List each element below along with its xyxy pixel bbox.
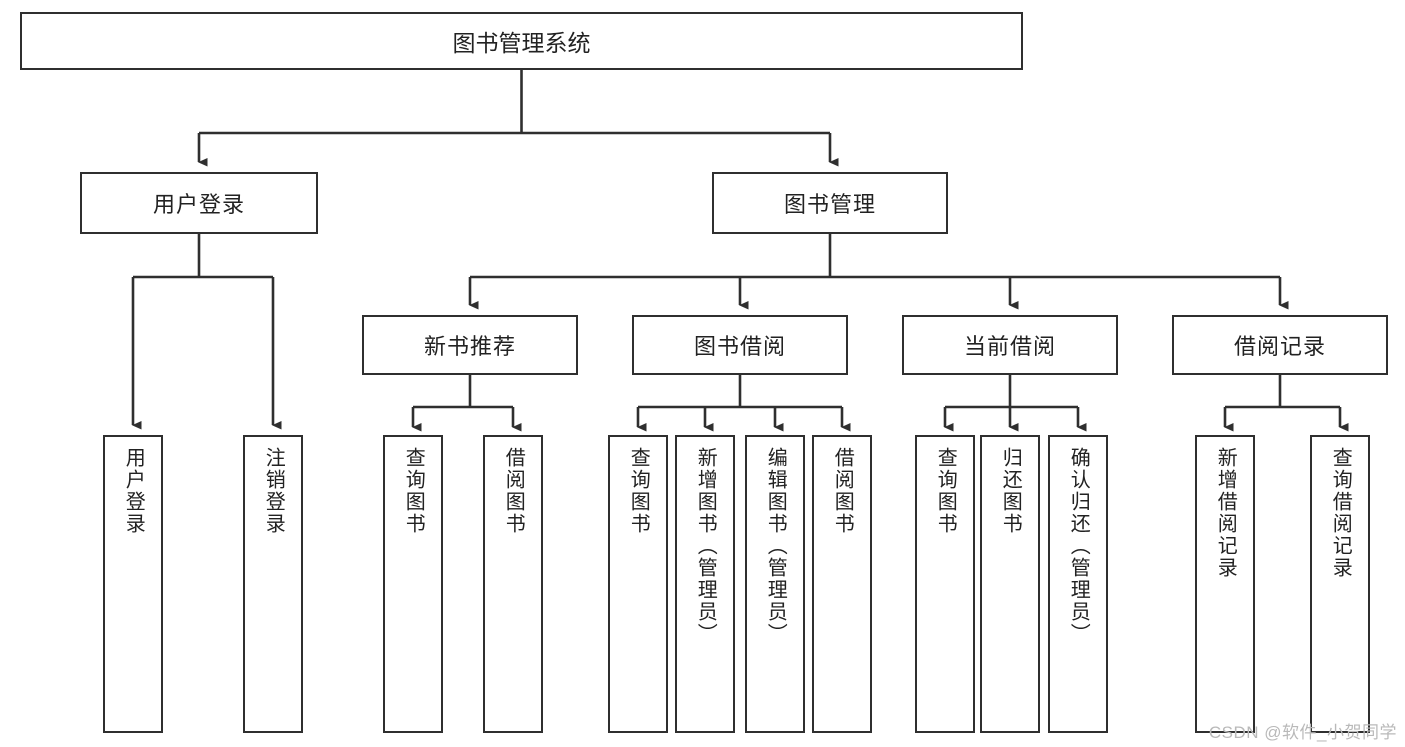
node-label: 查询图书 [934, 447, 957, 535]
node-label: 借阅图书 [502, 447, 525, 535]
node-label: 当前借阅 [963, 334, 1056, 359]
node-label: 借阅记录 [1233, 334, 1326, 359]
node-label: 图书管理系统 [452, 30, 591, 56]
node-label: 确认归还（管理员） [1067, 447, 1090, 645]
node-label: 用户登录 [152, 192, 245, 217]
node-user-login[interactable]: 用户登录 [80, 172, 318, 234]
leaf-query-book-current[interactable]: 查询图书 [915, 435, 975, 733]
node-book-manage[interactable]: 图书管理 [712, 172, 948, 234]
node-label: 查询图书 [627, 447, 650, 535]
node-label: 查询借阅记录 [1329, 447, 1352, 579]
node-root-book-management-system[interactable]: 图书管理系统 [20, 12, 1023, 70]
node-label: 注销登录 [262, 447, 285, 535]
leaf-borrow-book-new-rec[interactable]: 借阅图书 [483, 435, 543, 733]
node-label: 归还图书 [999, 447, 1022, 535]
node-label: 借阅图书 [831, 447, 854, 535]
node-current-borrow[interactable]: 当前借阅 [902, 315, 1118, 375]
watermark: CSDN @软件_小贺同学 [1208, 723, 1397, 742]
leaf-borrow-book[interactable]: 借阅图书 [812, 435, 872, 733]
node-label: 图书管理 [783, 192, 876, 217]
node-label: 编辑图书（管理员） [764, 447, 787, 645]
node-label: 图书借阅 [693, 334, 786, 359]
node-label: 用户登录 [122, 447, 145, 535]
leaf-edit-book-admin[interactable]: 编辑图书（管理员） [745, 435, 805, 733]
leaf-add-book-admin[interactable]: 新增图书（管理员） [675, 435, 735, 733]
leaf-add-borrow-record[interactable]: 新增借阅记录 [1195, 435, 1255, 733]
leaf-query-book-new-rec[interactable]: 查询图书 [383, 435, 443, 733]
node-label: 新增借阅记录 [1214, 447, 1237, 579]
leaf-user-login[interactable]: 用户登录 [103, 435, 163, 733]
node-book-borrow[interactable]: 图书借阅 [632, 315, 848, 375]
leaf-confirm-return-admin[interactable]: 确认归还（管理员） [1048, 435, 1108, 733]
node-new-book-recommend[interactable]: 新书推荐 [362, 315, 578, 375]
node-borrow-record[interactable]: 借阅记录 [1172, 315, 1388, 375]
leaf-logout-login[interactable]: 注销登录 [243, 435, 303, 733]
leaf-return-book[interactable]: 归还图书 [980, 435, 1040, 733]
leaf-query-book-borrow[interactable]: 查询图书 [608, 435, 668, 733]
leaf-query-borrow-record[interactable]: 查询借阅记录 [1310, 435, 1370, 733]
node-label: 查询图书 [402, 447, 425, 535]
node-label: 新增图书（管理员） [694, 447, 717, 645]
node-label: 新书推荐 [423, 334, 516, 359]
